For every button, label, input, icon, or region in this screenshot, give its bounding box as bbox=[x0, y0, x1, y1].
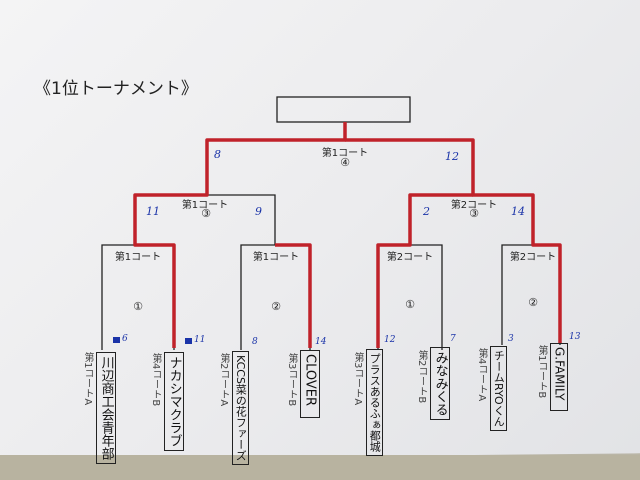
r1-m2-court: 第1コート bbox=[252, 252, 300, 263]
team-score: 13 bbox=[569, 332, 581, 342]
team-score: 14 bbox=[315, 337, 327, 347]
winner-path-clover bbox=[275, 243, 312, 348]
winner-path-left bbox=[133, 122, 347, 348]
team-origin: 第2コートA bbox=[218, 353, 229, 407]
team-origin: 第2コートB bbox=[416, 350, 427, 404]
r1-m1-court: 第1コート bbox=[114, 252, 162, 263]
r1-m1-match-number: ① bbox=[133, 300, 143, 313]
team-score: 12 bbox=[384, 335, 396, 345]
score-marker bbox=[113, 337, 120, 343]
r1-m2-match-number: ② bbox=[271, 300, 281, 313]
final-score-left: 8 bbox=[214, 148, 221, 161]
semi-left-match-number: ③ bbox=[201, 207, 211, 220]
team-score: 6 bbox=[122, 334, 128, 344]
team-origin: 第3コートB bbox=[286, 353, 297, 407]
r1-m3-match-number: ① bbox=[405, 298, 415, 311]
team-box: G.FAMILY bbox=[550, 343, 569, 411]
r1-m3-court: 第2コート bbox=[386, 252, 434, 263]
page-title: 《1位トーナメント》 bbox=[34, 79, 198, 99]
semi-left-score-right: 9 bbox=[255, 205, 262, 218]
floor bbox=[0, 455, 640, 480]
team-box: みなみくる bbox=[430, 347, 450, 420]
final-court: 第1コート bbox=[321, 148, 369, 159]
team-origin: 第1コートA bbox=[82, 352, 93, 406]
team-box: プラスあるふぁ都城 bbox=[366, 349, 384, 456]
semi-right-score-right: 14 bbox=[511, 205, 525, 218]
semi-left-score-left: 11 bbox=[146, 205, 160, 218]
team-score: 7 bbox=[450, 334, 456, 344]
team-score: 11 bbox=[194, 335, 206, 345]
semi-right-score-left: 2 bbox=[423, 205, 430, 218]
team-box: ナカシマクラブ bbox=[164, 352, 184, 451]
winner-path-champion bbox=[345, 138, 562, 343]
team-box: CLOVER bbox=[300, 350, 320, 418]
winner-path-plus bbox=[376, 193, 473, 348]
champion-box bbox=[276, 96, 411, 123]
r1-m4-court: 第2コート bbox=[509, 252, 557, 263]
team-origin: 第3コートA bbox=[352, 352, 363, 406]
team-score: 3 bbox=[508, 334, 514, 344]
final-score-right: 12 bbox=[445, 150, 459, 163]
team-origin: 第4コートB bbox=[150, 353, 161, 407]
final-match-number: ④ bbox=[340, 156, 350, 169]
semi-left-court: 第1コート bbox=[181, 200, 229, 211]
team-origin: 第4コートA bbox=[476, 348, 487, 402]
team-box: KCCS菜の花ファーズ bbox=[232, 351, 250, 465]
team-score: 8 bbox=[252, 337, 258, 347]
team-origin: 第1コートB bbox=[536, 345, 547, 399]
r1-m4-match-number: ② bbox=[528, 296, 538, 309]
semi-right-match-number: ③ bbox=[469, 207, 479, 220]
score-marker bbox=[185, 338, 192, 344]
team-box: チームRYOくん bbox=[490, 346, 508, 431]
semi-right-court: 第2コート bbox=[450, 200, 498, 211]
team-box: 川辺商工会青年部 bbox=[96, 352, 116, 464]
